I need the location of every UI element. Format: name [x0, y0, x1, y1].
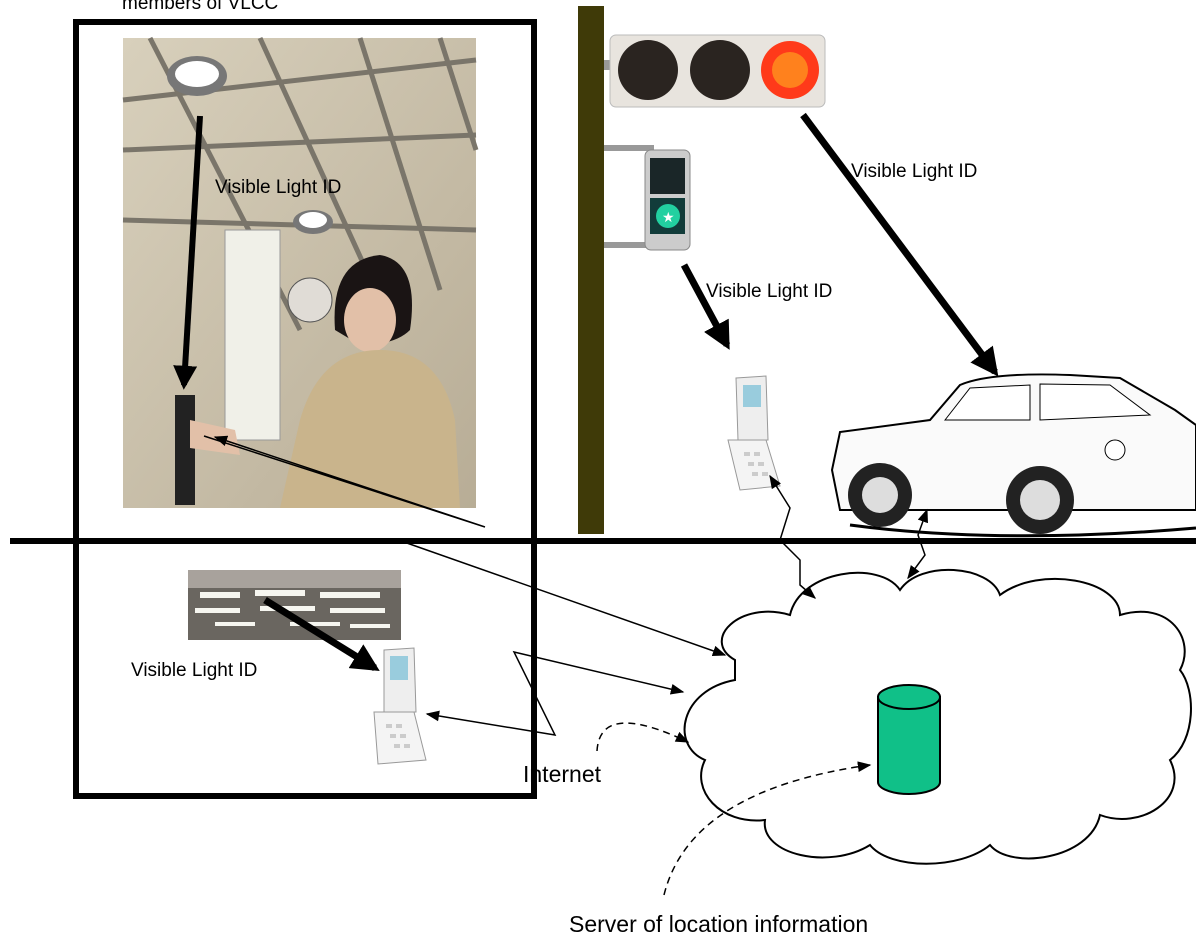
pointer-internet [596, 722, 690, 752]
office-ceiling-photo [188, 570, 401, 640]
link-woman-phone [203, 435, 486, 528]
internet-label: Internet [523, 761, 602, 787]
link-indoor-cloud [403, 541, 727, 657]
vlid-pedestrian-label: Visible Light ID [706, 281, 832, 302]
light-ray-office [263, 597, 380, 671]
svg-text:★: ★ [662, 210, 675, 226]
woman-with-phone-photo [122, 36, 479, 508]
light-ray-traffic [800, 112, 999, 377]
pedestrian-signal-icon: ★ [604, 145, 691, 251]
top-caption: members of VLCC [122, 0, 278, 14]
signal-pole [578, 6, 604, 534]
database-cylinder-icon [877, 684, 941, 795]
light-ray-indoor [173, 115, 203, 390]
flip-phone-icon [727, 375, 781, 491]
light-ray-pedestrian [680, 263, 731, 350]
network-links [203, 435, 928, 736]
server-label: Server of location information [569, 911, 868, 937]
pointer-server [663, 761, 872, 896]
link-office-phone-cloud [425, 650, 685, 736]
dashed-pointers [596, 722, 872, 896]
vlid-indoor-label: Visible Light ID [215, 177, 341, 198]
car-icon [830, 373, 1196, 538]
vlid-traffic-label: Visible Light ID [851, 161, 977, 182]
vlid-office-label: Visible Light ID [131, 660, 257, 681]
flip-phone-icon [373, 647, 427, 765]
link-car [907, 508, 928, 580]
ceiling-light-icon [167, 56, 333, 234]
traffic-signal-icon [604, 34, 826, 108]
indoor-frame [73, 19, 537, 799]
link-outdoor-phone [769, 474, 817, 599]
